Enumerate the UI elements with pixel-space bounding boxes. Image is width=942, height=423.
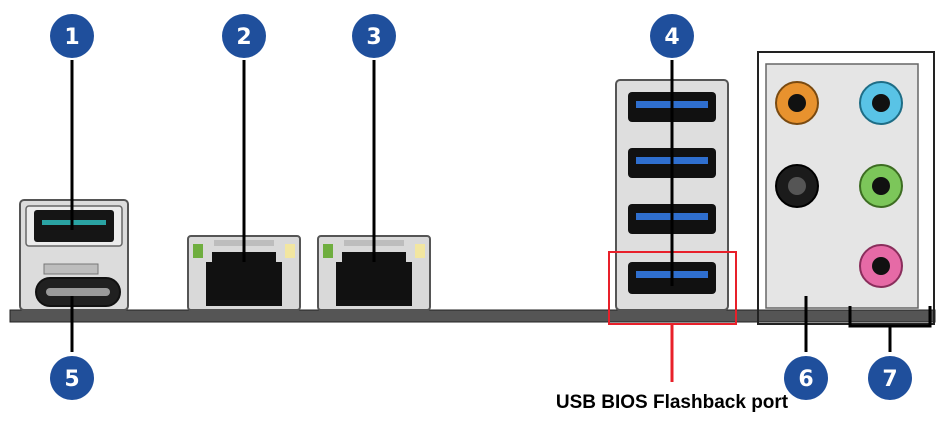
- svg-text:6: 6: [798, 367, 813, 392]
- audio-jack-panel: [757, 51, 935, 325]
- svg-text:1: 1: [64, 25, 79, 50]
- badge-7: 7: [868, 356, 912, 400]
- leader-lines: [70, 60, 932, 352]
- audio-jack-pink: [859, 244, 903, 288]
- usb-a-port: [34, 210, 114, 242]
- audio-jack-cyan: [859, 81, 903, 125]
- audio-jack-green: [859, 164, 903, 208]
- svg-text:3: 3: [366, 25, 381, 50]
- badge-1: 1: [50, 14, 94, 58]
- svg-text:7: 7: [882, 367, 897, 392]
- badge-2: 2: [222, 14, 266, 58]
- audio-jack-orange: [775, 81, 819, 125]
- svg-text:2: 2: [236, 25, 251, 50]
- badge-6: 6: [784, 356, 828, 400]
- usb-a-usb-c-stack: [19, 199, 129, 311]
- audio-jack-black: [775, 164, 819, 208]
- badge-3: 3: [352, 14, 396, 58]
- svg-text:4: 4: [664, 25, 679, 50]
- flashback-caption: USB BIOS Flashback port: [556, 392, 789, 413]
- badge-4: 4: [650, 14, 694, 58]
- badge-5: 5: [50, 356, 94, 400]
- io-baseboard: [9, 309, 936, 323]
- svg-text:5: 5: [64, 367, 79, 392]
- lan-port-1: [187, 235, 301, 311]
